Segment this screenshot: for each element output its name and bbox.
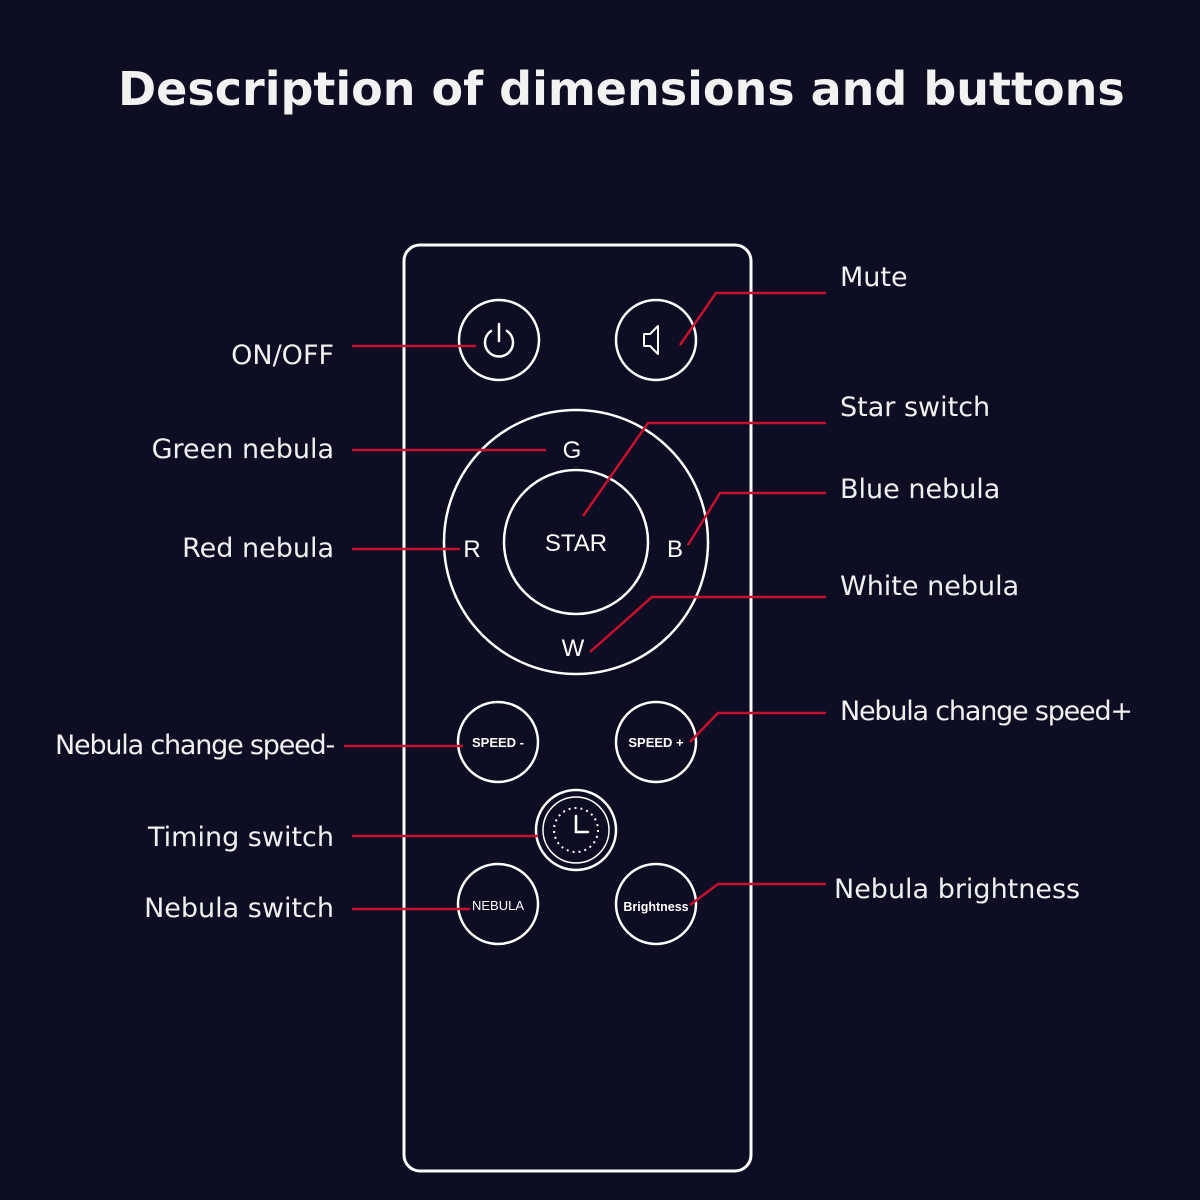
leader-star-switch — [581, 421, 826, 517]
label-timing-switch: Timing switch — [148, 822, 334, 853]
leader-speed-plus — [689, 711, 826, 743]
nebula-button[interactable]: NEBULA — [456, 862, 540, 946]
label-nebula-switch: Nebula switch — [144, 893, 334, 924]
label-star-switch: Star switch — [840, 392, 991, 423]
mute-button[interactable] — [614, 298, 698, 382]
dpad-ring — [442, 408, 710, 676]
mute-icon — [643, 325, 659, 355]
label-nebula-brightness: Nebula brightness — [834, 874, 1081, 905]
label-on-off: ON/OFF — [231, 340, 334, 371]
dpad-b-button[interactable]: B — [667, 536, 683, 563]
speed-plus-label: SPEED + — [628, 735, 684, 750]
speed-plus-button[interactable]: SPEED + — [614, 700, 698, 784]
clock-icon — [553, 807, 599, 853]
star-button[interactable] — [502, 468, 650, 616]
label-speed-minus: Nebula change speed- — [55, 730, 335, 761]
leader-mute — [678, 291, 826, 346]
dpad-w-button[interactable]: W — [562, 635, 585, 662]
page-title: Description of dimensions and buttons — [118, 62, 1125, 116]
star-button-label: STAR — [545, 530, 607, 557]
dpad-g-button[interactable]: G — [563, 437, 582, 464]
leader-blue-nebula — [686, 491, 826, 546]
power-button[interactable] — [457, 298, 541, 382]
label-speed-plus: Nebula change speed+ — [840, 696, 1133, 727]
label-mute: Mute — [840, 262, 908, 293]
speed-minus-label: SPEED - — [472, 735, 524, 750]
label-white-nebula: White nebula — [840, 571, 1020, 602]
label-red-nebula: Red nebula — [182, 533, 334, 564]
nebula-label: NEBULA — [472, 898, 524, 913]
timer-button[interactable] — [534, 788, 618, 872]
label-green-nebula: Green nebula — [151, 434, 334, 465]
power-icon — [483, 322, 515, 358]
label-blue-nebula: Blue nebula — [840, 474, 1001, 505]
brightness-button[interactable]: Brightness — [614, 862, 698, 946]
remote-body — [402, 243, 753, 1173]
leader-nebula-brightness — [689, 882, 826, 906]
brightness-label: Brightness — [623, 900, 688, 914]
leader-white-nebula — [589, 595, 826, 653]
speed-minus-button[interactable]: SPEED - — [456, 700, 540, 784]
dpad-r-button[interactable]: R — [463, 536, 480, 563]
